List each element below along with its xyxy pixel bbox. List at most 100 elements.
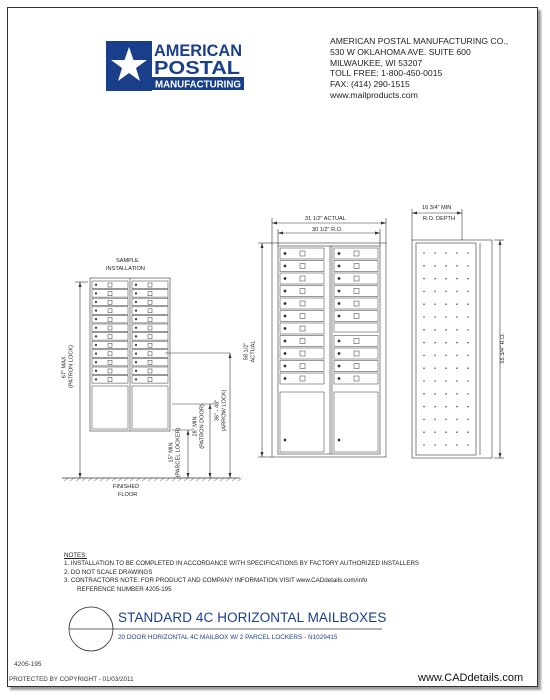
sample-door-label [147,351,153,357]
side-rivet [467,252,469,254]
sample-lock-icon [94,300,98,304]
mailbox-door [333,335,379,347]
sample-door-label [107,325,113,331]
side-rivet [423,405,425,408]
dim-28-label: 28" MIN(PATRON DOOR) [192,404,206,449]
floor-hatch-line [201,477,207,482]
side-rivet [423,431,425,434]
side-rivet [456,303,458,306]
floor-hatch-line [135,477,141,482]
floor-hatch-line [111,477,117,482]
drawing-title: STANDARD 4C HORIZONTAL MAILBOXES [118,610,387,625]
notes-block: NOTES: 1. INSTALLATION TO BE COMPLETED I… [64,552,419,594]
side-rivet [445,405,447,408]
sample-lock-icon [94,309,98,312]
side-rivet [434,341,436,344]
sample-lock-icon [94,326,98,329]
door-label [353,250,360,257]
side-rivet [434,265,436,267]
side-rivet [467,431,469,434]
side-rivet [467,405,469,408]
mailbox-door [279,360,325,372]
sample-lock-icon [94,292,98,295]
side-view-outline [411,239,493,459]
floor-hatch-line [87,477,93,482]
lock-icon [337,377,341,380]
sample-lock-icon [134,378,138,381]
floor-hatch-line [123,477,129,482]
side-rivet [456,418,458,421]
sample-lock-icon [94,318,98,321]
depth-min-label: 16 3/4" MIN [422,205,452,211]
side-rivet [456,316,458,318]
sample-lock-icon [134,326,138,329]
mailbox-door [333,360,379,372]
side-rivet [434,354,436,357]
floor-hatch-line [231,477,237,482]
lock-icon [337,302,341,305]
lock-icon [337,364,341,368]
sample-door-label [107,377,113,382]
side-rivet [467,277,469,280]
side-rivet [467,380,469,382]
side-rivet [434,431,436,434]
floor-hatch-line [189,477,195,482]
company-info: AMERICAN POSTAL MANUFACTURING CO., 530 W… [330,36,508,101]
reference-code: 4205-195 [14,661,42,668]
sample-door [131,280,169,289]
side-rivet [445,431,447,434]
side-rivet [434,418,436,421]
american-postal-logo: AMERICAN POSTAL MANUFACTURING [106,41,244,91]
sample-lock-icon [134,292,138,295]
sample-door-label [147,317,153,322]
door-label [299,325,306,332]
sample-door-label [147,308,153,314]
side-rivet [423,290,425,293]
mailbox-door [279,297,325,310]
mailbox-door [279,347,325,360]
mailbox-door [279,322,325,335]
logo-text-american: AMERICAN [154,41,242,60]
floor-hatch-line [69,477,75,482]
sample-lock-icon [134,369,138,372]
floor-hatch-line [237,477,243,482]
side-rivet [467,367,469,370]
side-rivet [423,341,425,344]
side-rivet [467,393,469,395]
sample-lock-icon [134,352,138,355]
floor-hatch-line [117,477,123,482]
side-rivet [434,405,436,408]
sample-lock-icon [94,335,98,338]
sample-door-label [147,360,153,365]
mailbox-door [333,247,379,260]
side-rivet [434,290,436,293]
side-rivet [445,252,447,254]
door-label [353,375,360,382]
sample-door [91,332,129,341]
sample-door [91,375,129,384]
mailbox-door [333,285,379,297]
sample-door-label [107,308,113,314]
floor-hatch-line [153,477,159,482]
floor-label-1: FINISHED [113,484,140,490]
side-rivet [456,341,458,344]
lock-icon [283,302,287,305]
note-1: 1. INSTALLATION TO BE COMPLETED IN ACCOR… [64,560,420,568]
side-rivet [423,393,425,395]
sample-door [131,332,169,341]
floor-hatch-line [63,477,69,482]
floor-hatch-line [99,477,105,482]
mailbox-door [279,335,325,347]
side-rivet [445,290,447,293]
sample-parcel-locker [131,385,169,430]
floor-hatch-line [141,477,147,482]
floor-hatch-line [183,477,189,482]
side-rivet [423,265,425,267]
sample-door-label [147,377,153,382]
sample-door-label [107,342,113,348]
side-rivet [467,265,469,267]
parcel-locker [333,391,379,453]
note-3: 3. CONTRACTORS NOTE: FOR PRODUCT AND COM… [64,577,368,585]
caddetails-link[interactable]: www.CADdetails.com [418,672,524,684]
